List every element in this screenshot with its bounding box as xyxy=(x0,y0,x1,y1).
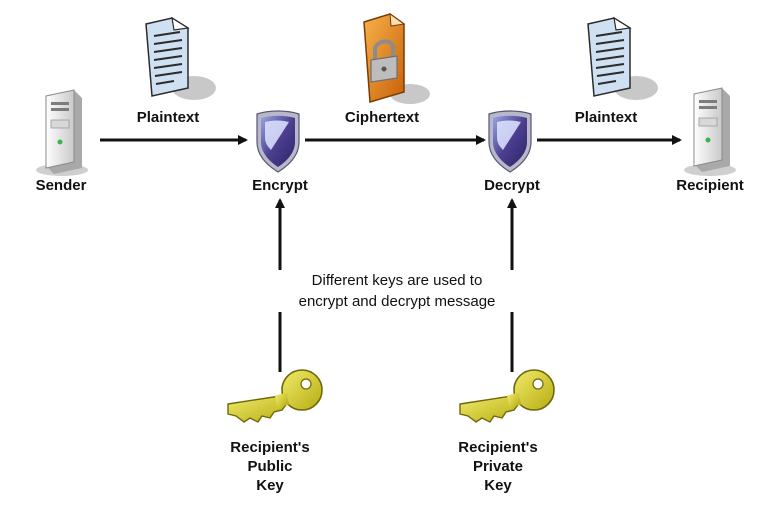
node-label-encrypt: Encrypt xyxy=(252,177,308,194)
decrypt-shield-icon xyxy=(488,110,532,173)
key-difference-note: Different keys are used to encrypt and d… xyxy=(266,270,528,312)
node-label-sender: Sender xyxy=(35,177,87,194)
public-key-label-line-3: Key xyxy=(256,477,284,494)
edge-label-plaintext-left: Plaintext xyxy=(136,109,200,126)
public-key-label-line-2: Public xyxy=(247,458,293,475)
plaintext-document-icon xyxy=(587,16,658,100)
plaintext-document-icon xyxy=(145,16,216,100)
edge-label-plaintext-right: Plaintext xyxy=(574,109,638,126)
private-key-icon xyxy=(459,369,555,423)
public-key-label: Recipient's Public Key xyxy=(210,438,330,495)
sender-server-icon xyxy=(36,89,88,176)
encrypt-shield-icon xyxy=(256,110,300,173)
recipient-server-icon xyxy=(684,87,736,176)
private-key-label-line-3: Key xyxy=(484,477,512,494)
note-line-2: encrypt and decrypt message xyxy=(298,293,496,310)
edge-label-ciphertext: Ciphertext xyxy=(344,109,420,126)
node-label-decrypt: Decrypt xyxy=(484,177,540,194)
private-key-label-line-1: Recipient's xyxy=(458,439,538,456)
private-key-label-line-2: Private xyxy=(472,458,524,475)
private-key-label: Recipient's Private Key xyxy=(438,438,558,495)
public-key-icon xyxy=(227,369,323,423)
note-line-1: Different keys are used to xyxy=(311,272,483,289)
node-label-recipient: Recipient xyxy=(676,177,744,194)
public-key-label-line-1: Recipient's xyxy=(230,439,310,456)
locked-document-icon xyxy=(363,12,430,104)
